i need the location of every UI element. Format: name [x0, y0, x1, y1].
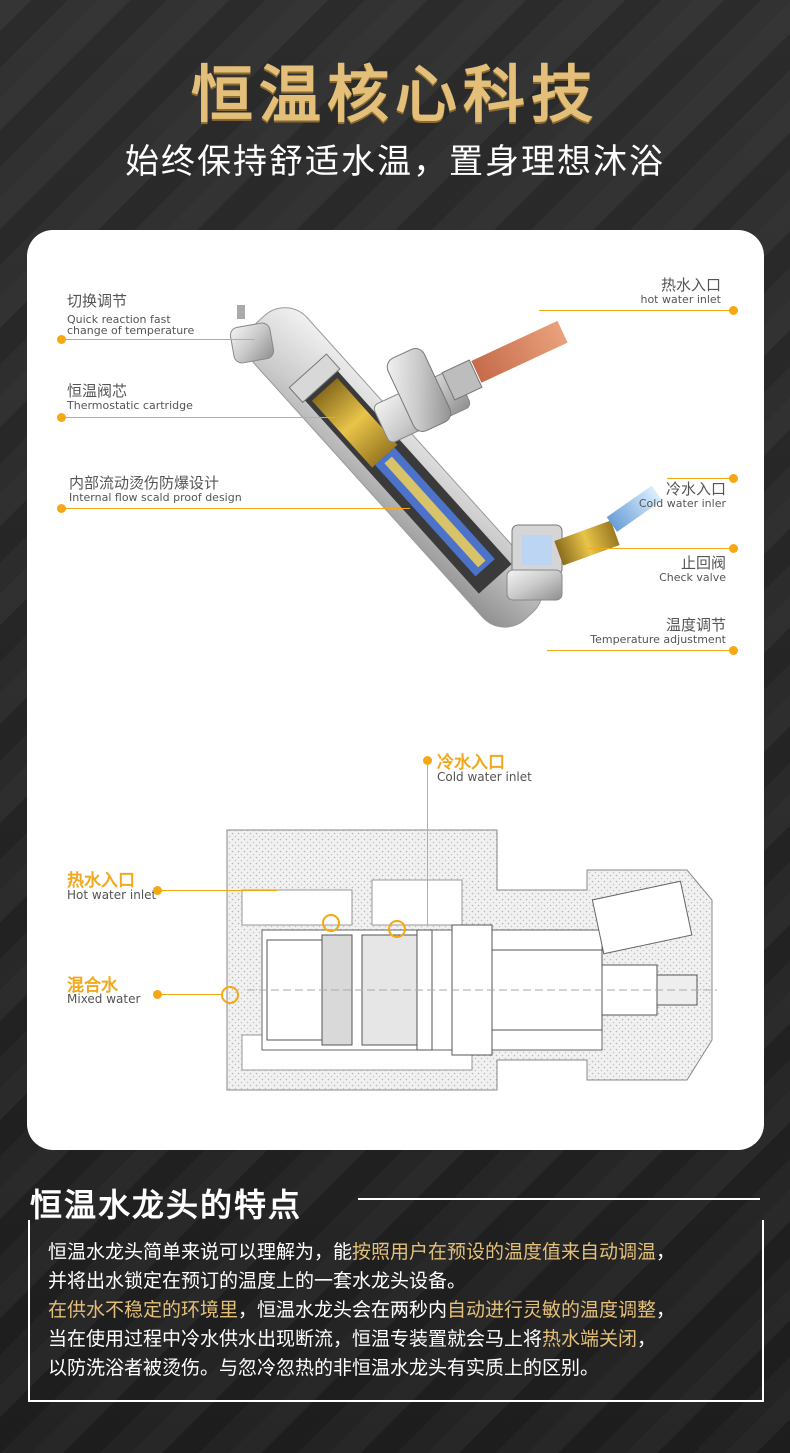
label-cold-inlet-en: Cold water inler — [638, 497, 726, 510]
label-switch-dot — [57, 335, 66, 344]
label-cold-inlet-dot — [729, 474, 738, 483]
label-temp-adjust-cn: 温度调节 — [665, 616, 726, 634]
label-switch-cn: 切换调节 — [67, 292, 128, 310]
label-bottom-mixed-cn: 混合水 — [67, 976, 118, 996]
label-hot-inlet-dot — [729, 306, 738, 315]
features-line-4: 当在使用过程中冷水供水出现断流，恒温专装置就会马上将热水端关闭， — [48, 1328, 657, 1350]
label-temp-adjust-en: Temperature adjustment — [590, 633, 726, 646]
label-hot-inlet-en: hot water inlet — [640, 293, 721, 306]
label-bottom-hot-dot — [153, 886, 162, 895]
cartridge-section-drawing — [226, 829, 717, 1091]
features-title: 恒温水龙头的特点 — [30, 1186, 303, 1224]
label-temp-adjust-dot — [729, 646, 738, 655]
page-title: 恒温核心科技 — [190, 58, 599, 131]
label-bottom-mixed-dot — [153, 990, 162, 999]
label-bottom-mixed-en: Mixed water — [67, 992, 141, 1006]
label-check-valve-dot — [729, 544, 738, 553]
label-bottom-cold-dot — [423, 756, 432, 765]
features-box — [28, 1220, 764, 1402]
label-switch-en1: Quick reaction fast — [67, 313, 171, 326]
label-scald-cn: 内部流动烫伤防爆设计 — [69, 474, 220, 492]
features-line-5: 以防洗浴者被烫伤。与忽冷忽热的非恒温水龙头有实质上的区别。 — [48, 1357, 600, 1379]
marker-cold — [388, 920, 406, 938]
label-cartridge-cn: 恒温阀芯 — [67, 382, 128, 400]
label-check-valve-cn: 止回阀 — [680, 554, 726, 572]
label-bottom-hot-en: Hot water inlet — [67, 888, 157, 902]
label-bottom-hot-cn: 热水入口 — [67, 871, 135, 891]
label-switch-en2: change of temperature — [67, 324, 195, 337]
features-line-3: 在供水不稳定的环境里，恒温水龙头会在两秒内自动进行灵敏的温度调整， — [48, 1299, 676, 1321]
label-cold-inlet-cn: 冷水入口 — [665, 480, 726, 498]
faucet-cutaway-illustration — [229, 305, 663, 628]
diagram-card: 切换调节 Quick reaction fast change of tempe… — [27, 230, 764, 1150]
marker-hot — [322, 914, 340, 932]
label-bottom-cold-cn: 冷水入口 — [437, 753, 505, 773]
features-rule — [358, 1198, 760, 1200]
label-check-valve-en: Check valve — [659, 571, 726, 584]
label-cartridge-en: Thermostatic cartridge — [67, 399, 193, 412]
label-hot-inlet-cn: 热水入口 — [660, 276, 721, 294]
label-cartridge-dot — [57, 413, 66, 422]
marker-mixed — [221, 986, 239, 1004]
label-scald-dot — [57, 504, 66, 513]
label-scald-en: Internal flow scald proof design — [69, 491, 242, 504]
label-bottom-cold-en: Cold water inlet — [437, 770, 532, 784]
features-line-2: 并将出水锁定在预订的温度上的一套水龙头设备。 — [48, 1270, 467, 1292]
features-line-1: 恒温水龙头简单来说可以理解为，能按照用户在预设的温度值来自动调温， — [48, 1241, 676, 1263]
page-subtitle: 始终保持舒适水温，置身理想沐浴 — [125, 142, 665, 182]
